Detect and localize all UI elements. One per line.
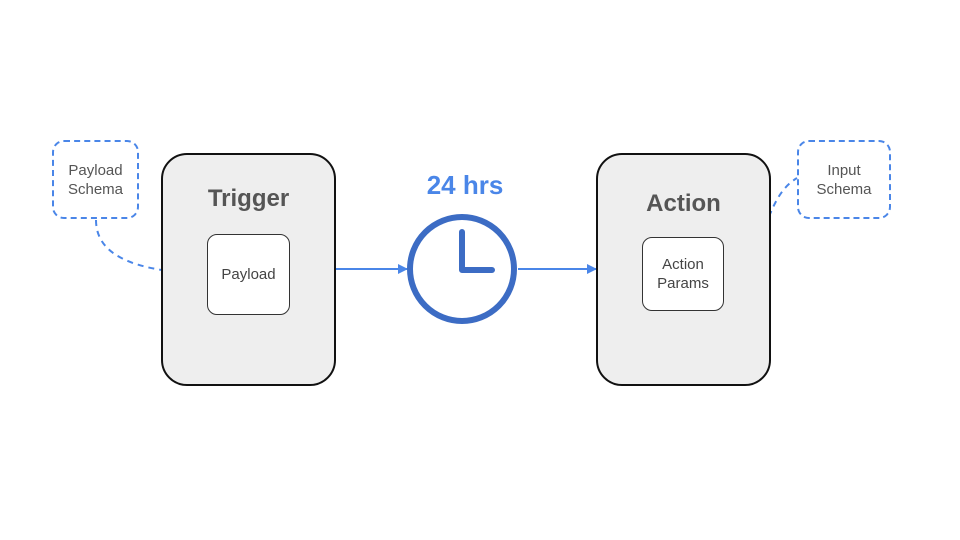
input-schema-label: Input Schema	[816, 161, 872, 198]
clock-icon	[407, 214, 517, 324]
payload-schema-box: Payload Schema	[52, 140, 139, 219]
trigger-title: Trigger	[207, 185, 290, 212]
action-params-box: Action Params	[642, 237, 724, 311]
payload-label: Payload	[221, 266, 276, 283]
payload-schema-connector	[95, 219, 209, 275]
input-schema-box: Input Schema	[797, 140, 891, 219]
payload-schema-label: Payload Schema	[67, 161, 124, 198]
action-params-label: Action Params	[657, 256, 709, 292]
delay-label: 24 hrs	[426, 170, 504, 200]
action-title: Action	[646, 190, 721, 217]
payload-box: Payload	[207, 234, 290, 315]
